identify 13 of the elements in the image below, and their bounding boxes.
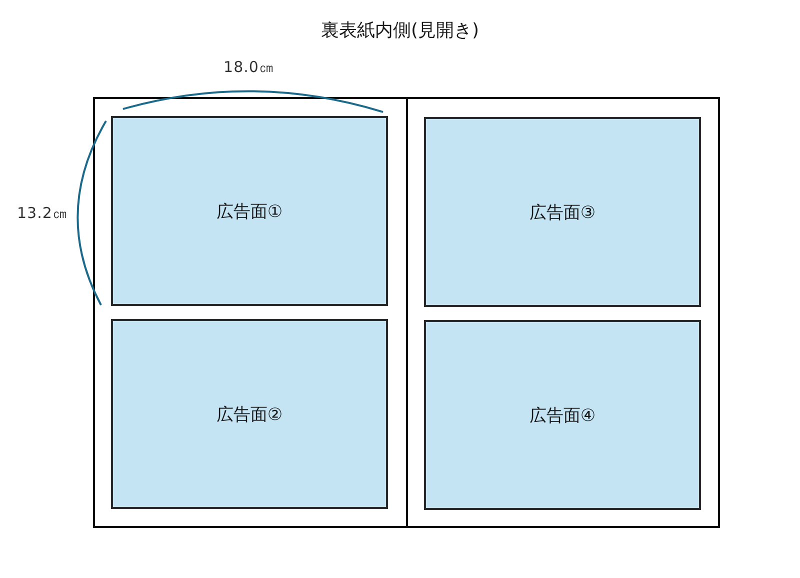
diagram-title: 裏表紙内側(見開き)	[320, 19, 480, 42]
page-panel	[93, 97, 408, 528]
ad-space-label: 広告面④	[529, 404, 596, 426]
ad-space-box	[424, 117, 701, 307]
ad-space-box	[111, 116, 388, 306]
ad-space-label: 広告面②	[216, 404, 283, 426]
ad-space-box	[424, 320, 701, 510]
dimension-label: 18.0㎝	[224, 58, 274, 76]
ad-space-box	[111, 319, 388, 509]
page-panel	[406, 97, 720, 528]
dimension-label: 13.2㎝	[17, 204, 68, 222]
ad-space-label: 広告面③	[529, 202, 596, 224]
ad-space-label: 広告面①	[216, 200, 283, 222]
